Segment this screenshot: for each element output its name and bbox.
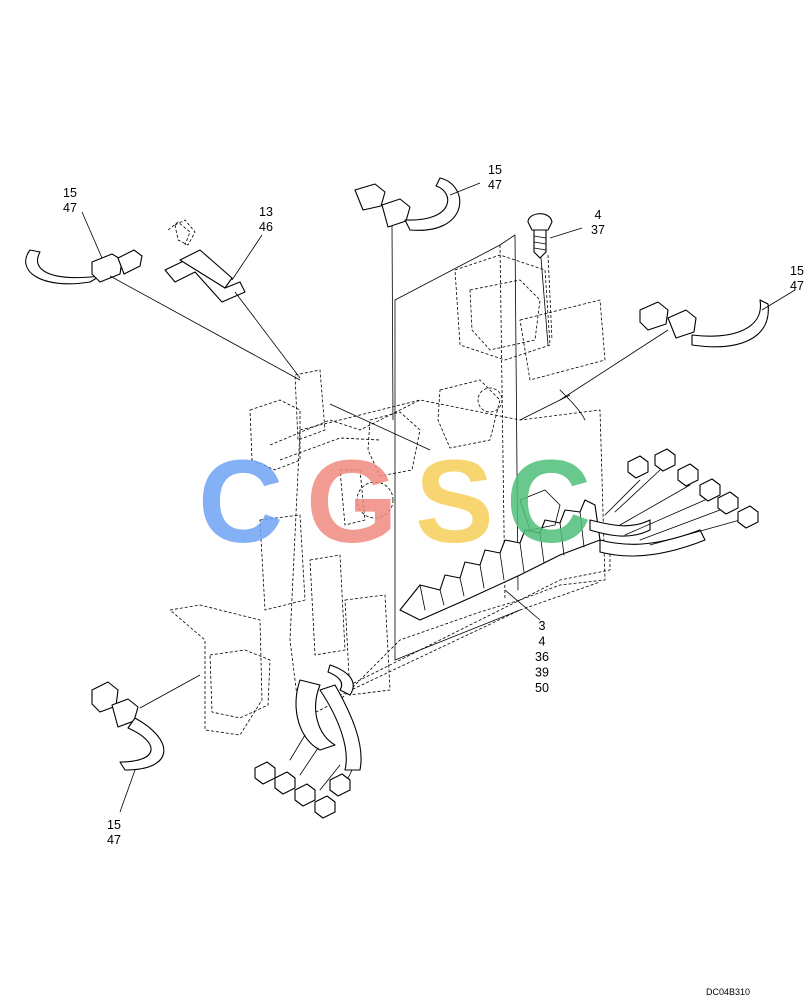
terminal-block [399,489,601,621]
watermark-letter-s: S [415,436,494,568]
callout-number: 3 [539,619,546,633]
watermark-letter-c1: C [198,436,283,568]
drawing-code: DC04B310 [706,987,750,997]
callout-number: 47 [63,201,77,215]
callout-number: 37 [591,223,605,237]
watermark-letter-g: G [306,436,398,568]
callout-number: 47 [488,178,502,192]
callout-number: 50 [535,681,549,695]
callout-number: 46 [259,220,273,234]
callout-number: 36 [535,650,549,664]
leader-lines [81,182,796,813]
screw [527,213,553,259]
watermark-letter-c2: C [506,436,591,568]
callout-number: 39 [535,666,549,680]
callout-number: 13 [259,205,273,219]
bracket [164,221,246,303]
cable-tie-left [25,249,143,285]
callout-number: 4 [595,208,602,222]
callout-number: 47 [107,833,121,847]
callout-number: 47 [790,279,804,293]
cgsc-watermark: C G S C [198,436,591,568]
cable-tie-bottom [91,681,165,771]
callout-number: 15 [107,818,121,832]
cable-tie-right [639,299,769,348]
cable-tie-top [354,177,461,231]
callout-number: 4 [539,635,546,649]
connectors [254,448,759,819]
callout-number: 15 [790,264,804,278]
callout-number: 15 [488,163,502,177]
callout-number: 15 [63,186,77,200]
main-harness [289,389,741,796]
